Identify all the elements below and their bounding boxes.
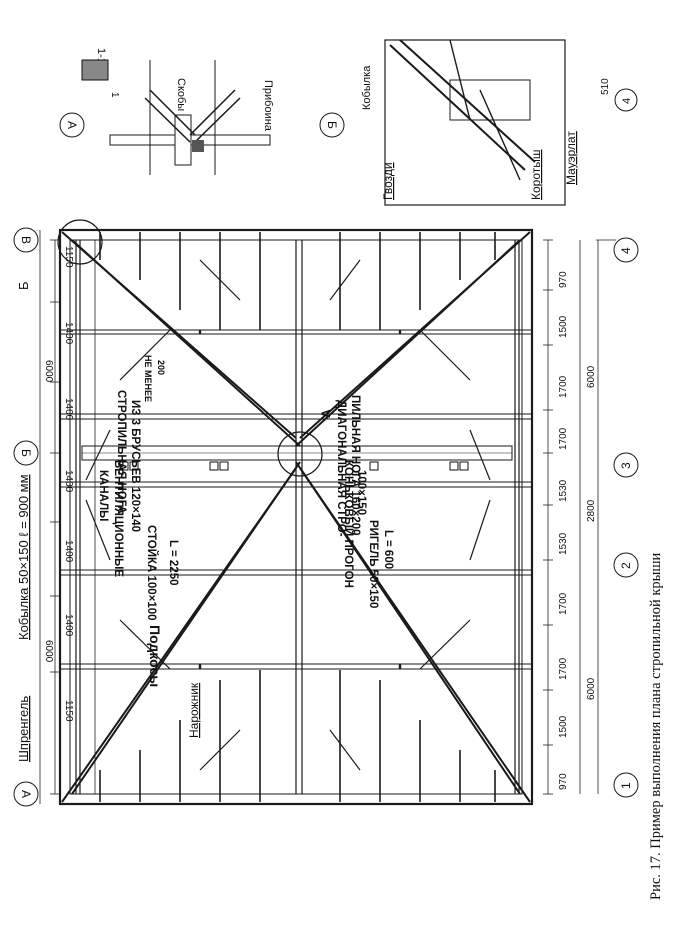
- posts: [198, 330, 402, 669]
- axis-left-v: В: [19, 236, 33, 244]
- label-mauerlat: Мауэрлат: [564, 131, 578, 185]
- label-narozhnik: Нарожник: [187, 682, 201, 738]
- label-mark-b: Б: [16, 281, 31, 290]
- detail-b-mark: Б: [325, 121, 339, 129]
- dim-mid-1: 6000: [586, 365, 597, 388]
- braces: [85, 259, 491, 771]
- figure-caption: Рис. 17. Пример выполнения плана стропил…: [648, 552, 664, 900]
- left-labels: Кобылка 50×150 ℓ = 900 мм Шпренгель Наро…: [16, 281, 201, 762]
- dim-bottom-10: 970: [558, 773, 569, 790]
- label-nemenee-val: 200: [156, 360, 166, 375]
- label-sec-mark: 1: [109, 92, 120, 98]
- label-rigel-len: L = 600: [382, 530, 394, 569]
- label-konek-size: 100×150: [355, 470, 367, 515]
- label-stoyka-len: L = 2250: [167, 540, 179, 586]
- dim-left-3: 1400: [63, 398, 74, 421]
- label-stropil: СТРОПИЛЬНАЯ НОГА: [115, 390, 127, 514]
- label-shprengel: Шпренгель: [16, 696, 31, 762]
- hip-rafters: [61, 231, 531, 803]
- right-dim-labels: 970 1500 1700 1700 1530 1530 1700 1700 1…: [558, 271, 597, 790]
- detail-circle-a: [277, 431, 323, 477]
- label-kobylka-top: Кобылка 50×150 ℓ = 900 мм: [16, 474, 31, 640]
- label-konek: КОНЬКОВЫЙ ПРОГОН: [342, 460, 355, 588]
- dim-bottom-6: 1530: [558, 532, 569, 555]
- detail-b-axis: 4: [621, 98, 633, 104]
- label-podkosy: Подкосы: [147, 625, 163, 687]
- jack-rafters: [99, 232, 496, 802]
- axis-left-b: Б: [19, 449, 33, 457]
- left-dimensions: [39, 230, 96, 804]
- left-dim-labels: 1150 1400 1400 1400 1400 1400 1150 6000 …: [43, 246, 74, 722]
- label-mark-a: А: [319, 409, 333, 418]
- dim-bottom-4: 1700: [558, 427, 569, 450]
- label-korotysh: Коротыш: [529, 150, 543, 201]
- axis-left-a: А: [19, 790, 33, 798]
- axes-left: В Б А: [13, 227, 39, 807]
- label-nemenee: НЕ МЕНЕЕ: [143, 355, 153, 402]
- detail-a: А Скобы Прибоина 1-1 1: [59, 48, 274, 175]
- dim-bottom-9: 1500: [558, 715, 569, 738]
- dim-left-mid-2: 6000: [43, 640, 54, 663]
- label-rigel: РИГЕЛЬ 50×150: [367, 520, 379, 608]
- ridge-beam: [81, 445, 513, 461]
- label-skoby: Скобы: [175, 78, 187, 111]
- label-vent2: КАНАЛЫ: [97, 470, 109, 521]
- dim-mid-3: 6000: [586, 677, 597, 700]
- label-gvozdi: Гвозди: [381, 162, 395, 200]
- plan-labels: Подкосы СТОЙКА 100×100 L = 2250 ВЕНТИЛЯЦ…: [97, 355, 394, 687]
- axis-bottom-4: 4: [619, 247, 633, 254]
- cross-beams: [75, 240, 520, 794]
- label-dim-510: 510: [600, 78, 611, 95]
- dim-left-1: 1150: [63, 246, 74, 268]
- label-vent: ВЕНТИЛЯЦИОННЫЕ: [112, 460, 124, 577]
- roof-plan: [57, 219, 534, 806]
- dim-bottom-1: 970: [558, 271, 569, 288]
- dim-bottom-5: 1530: [558, 479, 569, 502]
- axis-bottom-1: 1: [619, 782, 633, 789]
- dim-left-5: 1400: [63, 540, 74, 563]
- label-stoyka: СТОЙКА 100×100: [145, 525, 158, 621]
- dim-mid-2: 2800: [586, 499, 597, 522]
- label-stropil2: ИЗ 3 БРУСЬЕВ 120×140: [129, 400, 141, 532]
- detail-b: Б Кобылка Гвозди Коротыш Мауэрлат 510 4: [319, 39, 638, 206]
- dim-bottom-7: 1700: [558, 592, 569, 615]
- axis-bottom-3: 3: [619, 462, 633, 469]
- dim-bottom-3: 1700: [558, 375, 569, 398]
- dim-left-mid-1: 6000: [43, 360, 54, 383]
- detail-circle-b: [57, 219, 103, 265]
- dim-bottom-2: 1500: [558, 315, 569, 338]
- dim-bottom-8: 1700: [558, 657, 569, 680]
- label-diag2: ПИЛЬНАЯ НОГА 160×200: [349, 395, 361, 536]
- dim-left-7: 1150: [63, 700, 74, 722]
- dim-left-4: 1400: [63, 470, 74, 493]
- label-pribojna: Прибоина: [262, 80, 274, 132]
- label-kobylka-b: Кобылка: [361, 65, 373, 110]
- dim-left-6: 1400: [63, 614, 74, 637]
- dim-left-2: 1400: [63, 322, 74, 345]
- axes-bottom: 4 3 2 1: [596, 237, 639, 798]
- detail-a-mark: А: [65, 121, 79, 129]
- axis-bottom-2: 2: [619, 562, 633, 569]
- right-dimensions: [543, 239, 599, 795]
- vent-channels: [119, 461, 469, 471]
- label-diag: ДИАГОНАЛЬНАЯ СТРО-: [335, 400, 347, 537]
